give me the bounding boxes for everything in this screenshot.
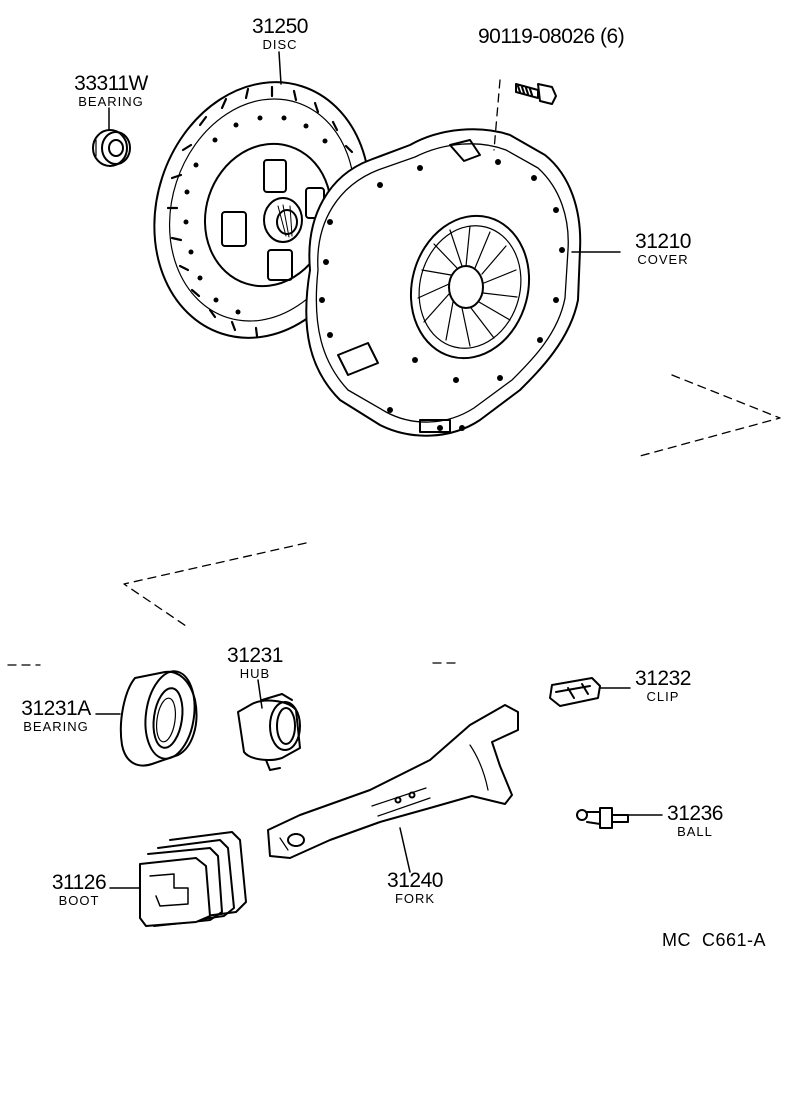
pilot-bearing-drawing bbox=[92, 129, 131, 167]
bolt-part-number: 90119-08026 (6) bbox=[478, 25, 625, 48]
boot-part-name: BOOT bbox=[58, 893, 100, 908]
cover-part-name: COVER bbox=[637, 252, 689, 267]
clip-part-number: 31232 bbox=[635, 667, 691, 690]
fork-part-name: FORK bbox=[394, 891, 436, 906]
clip-drawing bbox=[549, 677, 601, 707]
leader-lines bbox=[95, 51, 663, 889]
release-bearing-part-number: 31231A bbox=[21, 697, 91, 720]
clutch-cover-drawing bbox=[305, 128, 582, 437]
fork-drawing bbox=[267, 704, 519, 859]
pilot-bearing-label: 33311W BEARING bbox=[66, 73, 156, 108]
clip-label: 31232 CLIP bbox=[628, 668, 698, 703]
hub-part-name: HUB bbox=[239, 666, 271, 681]
hub-drawing bbox=[237, 693, 301, 771]
disc-part-name: DISC bbox=[262, 37, 298, 52]
pilot-bearing-part-name: BEARING bbox=[78, 94, 144, 109]
hub-label: 31231 HUB bbox=[220, 645, 290, 680]
pilot-bearing-part-number: 33311W bbox=[74, 72, 148, 95]
fork-label: 31240 FORK bbox=[380, 870, 450, 905]
bolt-label: 90119-08026 (6) bbox=[478, 25, 625, 48]
cover-label: 31210 COVER bbox=[628, 231, 698, 266]
release-bearing-label: 31231A BEARING bbox=[14, 698, 98, 733]
disc-label: 31250 DISC bbox=[245, 16, 315, 51]
clip-part-name: CLIP bbox=[646, 689, 680, 704]
hub-part-number: 31231 bbox=[227, 644, 283, 667]
clutch-disc-drawing bbox=[153, 81, 371, 339]
boot-part-number: 31126 bbox=[51, 871, 107, 894]
release-bearing-drawing bbox=[119, 670, 198, 767]
diagram-reference-code: MC C661-A bbox=[662, 930, 767, 950]
bolt-drawing bbox=[515, 83, 557, 105]
boot-drawing bbox=[139, 831, 247, 927]
ball-part-name: BALL bbox=[677, 824, 713, 839]
boot-label: 31126 BOOT bbox=[44, 872, 114, 907]
ball-label: 31236 BALL bbox=[660, 803, 730, 838]
release-bearing-part-name: BEARING bbox=[23, 719, 89, 734]
ball-drawing bbox=[576, 807, 629, 829]
ball-part-number: 31236 bbox=[667, 802, 723, 825]
disc-part-number: 31250 bbox=[252, 15, 308, 38]
dashed-guide-lines bbox=[7, 79, 781, 666]
fork-part-number: 31240 bbox=[387, 869, 443, 892]
cover-part-number: 31210 bbox=[635, 230, 691, 253]
